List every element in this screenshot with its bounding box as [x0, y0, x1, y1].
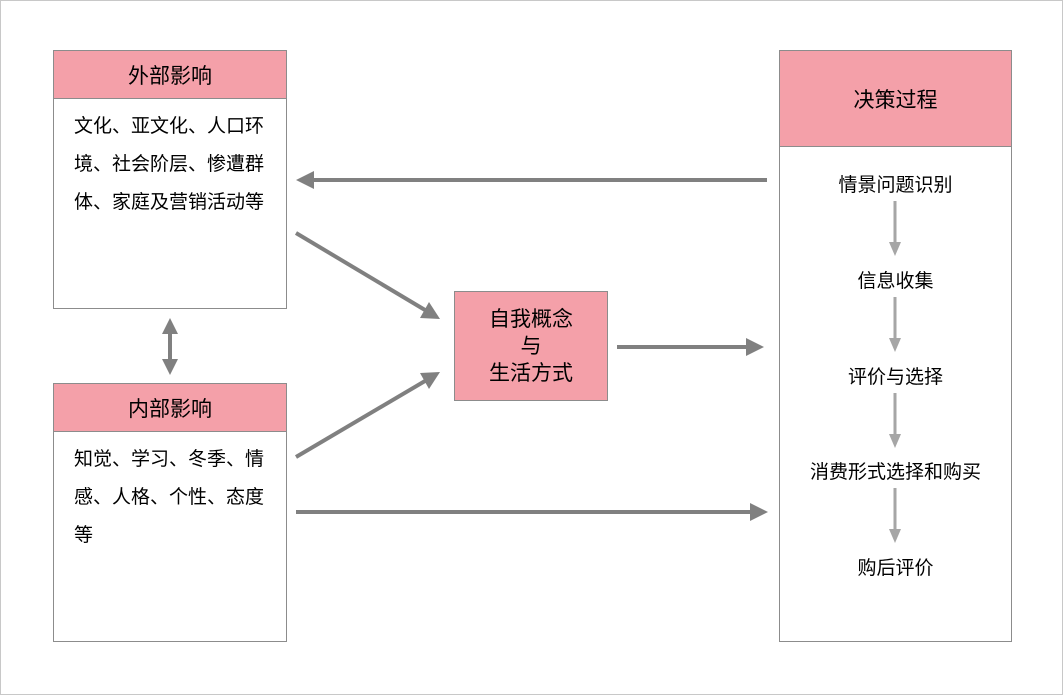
arrow-external-internal-bidirectional — [162, 318, 178, 375]
decision-process-title: 决策过程 — [780, 51, 1011, 147]
step-evaluation: 评价与选择 — [847, 366, 943, 388]
step-arrow-2 — [889, 297, 901, 352]
external-influence-box: 外部影响 文化、亚文化、人口环境、社会阶层、惨遭群体、家庭及营销活动等 — [53, 50, 287, 309]
self-concept-line3: 生活方式 — [489, 360, 573, 385]
step-information-search: 信息收集 — [857, 270, 934, 292]
step-arrow-1 — [889, 201, 901, 256]
self-concept-line2: 与 — [520, 333, 542, 358]
arrow-center-to-decision — [617, 338, 764, 356]
step-purchase: 消费形式选择和购买 — [809, 461, 981, 483]
self-concept-line1: 自我概念 — [489, 306, 573, 331]
internal-influence-box: 内部影响 知觉、学习、冬季、情感、人格、个性、态度等 — [53, 383, 287, 642]
external-influence-text: 文化、亚文化、人口环境、社会阶层、惨遭群体、家庭及营销活动等 — [74, 115, 265, 213]
external-influence-title: 外部影响 — [54, 51, 286, 99]
step-problem-recognition: 情景问题识别 — [838, 174, 953, 196]
arrow-decision-to-external — [296, 171, 767, 189]
arrow-external-to-center — [294, 231, 440, 319]
step-arrow-4 — [889, 488, 901, 543]
internal-influence-text: 知觉、学习、冬季、情感、人格、个性、态度等 — [74, 448, 265, 546]
internal-influence-title: 内部影响 — [54, 384, 286, 432]
step-post-purchase: 购后评价 — [857, 557, 934, 579]
self-concept-box: 自我概念 与 生活方式 — [454, 291, 608, 401]
arrow-internal-to-center — [294, 372, 440, 459]
arrow-internal-to-decision — [296, 503, 768, 521]
step-arrow-3 — [889, 393, 901, 448]
